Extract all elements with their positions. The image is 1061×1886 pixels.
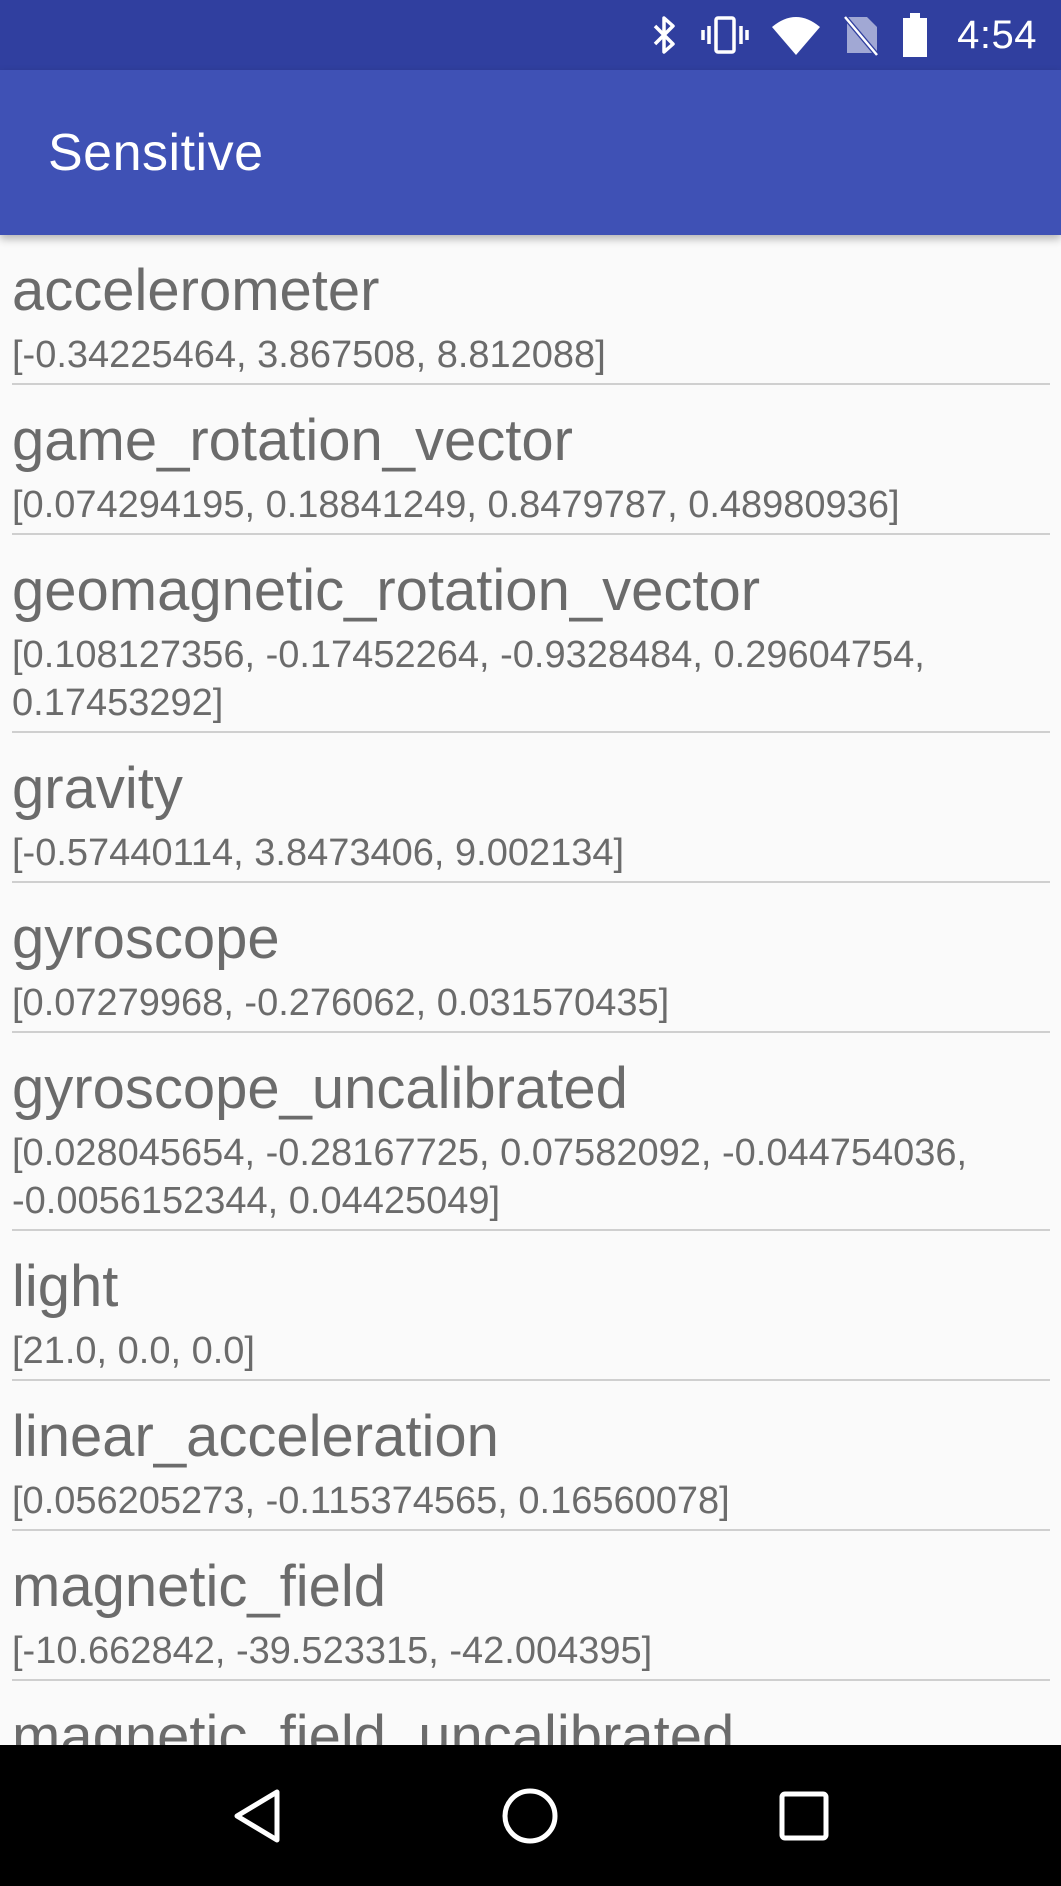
wifi-icon <box>771 15 821 55</box>
sensor-name: gyroscope_uncalibrated <box>12 1056 628 1121</box>
recents-button[interactable] <box>759 1771 849 1861</box>
list-item[interactable]: geomagnetic_rotation_vector [0.108127356… <box>12 535 1050 733</box>
list-item[interactable]: gyroscope_uncalibrated [0.028045654, -0.… <box>12 1033 1050 1231</box>
sensor-name: game_rotation_vector <box>12 408 573 473</box>
bluetooth-icon <box>649 14 679 56</box>
battery-icon <box>901 12 929 58</box>
list-item[interactable]: magnetic_field [-10.662842, -39.523315, … <box>12 1531 1050 1681</box>
sensor-values: [0.07279968, -0.276062, 0.031570435] <box>12 982 670 1024</box>
sensor-name: accelerometer <box>12 258 380 323</box>
status-time: 4:54 <box>957 12 1037 57</box>
sensor-values: [0.028045654, -0.28167725, 0.07582092, -… <box>12 1132 968 1222</box>
sensor-values: [0.108127356, -0.17452264, -0.9328484, 0… <box>12 634 925 724</box>
sensor-values: [21.0, 0.0, 0.0] <box>12 1330 255 1372</box>
sensor-name: linear_acceleration <box>12 1404 499 1469</box>
list-item[interactable]: game_rotation_vector [0.074294195, 0.188… <box>12 385 1050 535</box>
vibrate-icon <box>701 14 749 56</box>
recents-icon <box>779 1791 829 1840</box>
sensor-name: gravity <box>12 756 183 821</box>
back-icon <box>234 1789 280 1842</box>
sensor-values: [-10.662842, -39.523315, -42.004395] <box>12 1630 653 1672</box>
navigation-bar <box>0 1745 1061 1886</box>
sensor-name: magnetic_field <box>12 1554 386 1619</box>
sensor-values: [-0.34225464, 3.867508, 8.812088] <box>12 334 606 376</box>
sensor-values: [0.074294195, 0.18841249, 0.8479787, 0.4… <box>12 484 900 526</box>
sensor-values: [0.056205273, -0.115374565, 0.16560078] <box>12 1480 730 1522</box>
list-item[interactable]: gyroscope [0.07279968, -0.276062, 0.0315… <box>12 883 1050 1033</box>
list-item[interactable]: light [21.0, 0.0, 0.0] <box>12 1231 1050 1381</box>
sensor-values: [-0.57440114, 3.8473406, 9.002134] <box>12 832 625 874</box>
app-bar: Sensitive <box>0 70 1061 235</box>
app-title: Sensitive <box>48 123 264 182</box>
back-button[interactable] <box>212 1771 302 1861</box>
sensor-name: light <box>12 1254 119 1319</box>
sensor-name: magnetic_field_uncalibrated <box>12 1704 735 1746</box>
list-item[interactable]: linear_acceleration [0.056205273, -0.115… <box>12 1381 1050 1531</box>
no-sim-icon <box>843 13 880 57</box>
sensor-name: geomagnetic_rotation_vector <box>12 558 761 623</box>
list-item[interactable]: gravity [-0.57440114, 3.8473406, 9.00213… <box>12 733 1050 883</box>
list-item[interactable]: magnetic_field_uncalibrated <box>12 1681 1050 1746</box>
sensor-name: gyroscope <box>12 906 280 971</box>
home-icon <box>502 1788 558 1843</box>
sensor-list[interactable]: accelerometer [-0.34225464, 3.867508, 8.… <box>0 235 1061 1745</box>
list-item[interactable]: accelerometer [-0.34225464, 3.867508, 8.… <box>12 235 1050 385</box>
status-bar: 4:54 <box>0 0 1061 70</box>
home-button[interactable] <box>485 1771 575 1861</box>
